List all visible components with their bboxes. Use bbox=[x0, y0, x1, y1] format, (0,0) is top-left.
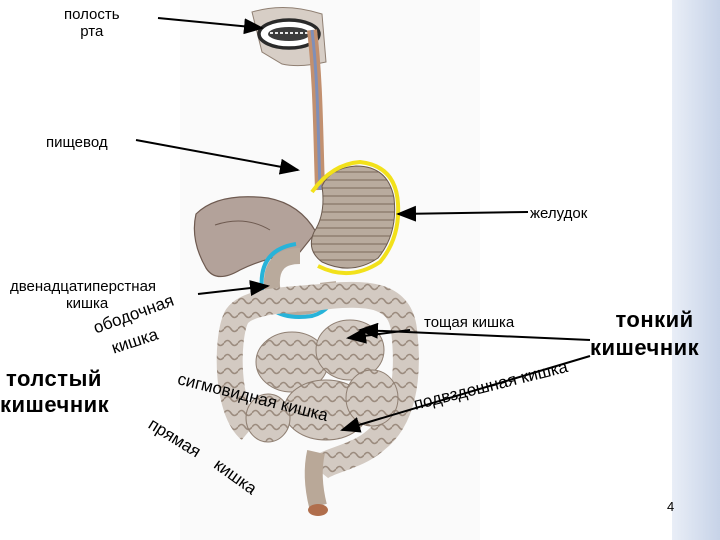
label-duodenum-line2: кишка bbox=[66, 295, 109, 312]
pointer-arrows bbox=[135, 17, 591, 433]
label-oral-cavity-line1: полость bbox=[64, 6, 120, 23]
label-small-intestine: тонкий кишечник bbox=[590, 306, 699, 362]
label-oral-cavity-line2: рта bbox=[80, 23, 104, 40]
label-jejunum: тощая кишка bbox=[424, 314, 515, 331]
label-esophagus: пищевод bbox=[46, 134, 108, 151]
label-small-intestine-line2: кишечник bbox=[590, 335, 700, 360]
label-stomach: желудок bbox=[530, 205, 588, 222]
label-duodenum: двенадцатиперстная кишка bbox=[10, 278, 156, 312]
oral-cavity-figure bbox=[251, 6, 327, 67]
stomach-outline bbox=[310, 159, 401, 276]
stomach-figure bbox=[310, 165, 396, 269]
label-oral-cavity: полость рта bbox=[64, 6, 120, 40]
label-large-intestine: толстый кишечник bbox=[0, 366, 109, 418]
label-duodenum-line1: двенадцатиперстная bbox=[10, 278, 157, 295]
rectum-figure bbox=[304, 450, 327, 509]
label-large-intestine-line2: кишечник bbox=[0, 392, 110, 417]
decorative-stripe bbox=[672, 0, 720, 540]
label-large-intestine-line1: толстый bbox=[6, 366, 102, 391]
label-small-intestine-line1: тонкий bbox=[615, 307, 694, 332]
slide-number: 4 bbox=[667, 499, 675, 514]
colon-figure bbox=[216, 281, 419, 480]
small-intestine-figure bbox=[245, 319, 399, 443]
